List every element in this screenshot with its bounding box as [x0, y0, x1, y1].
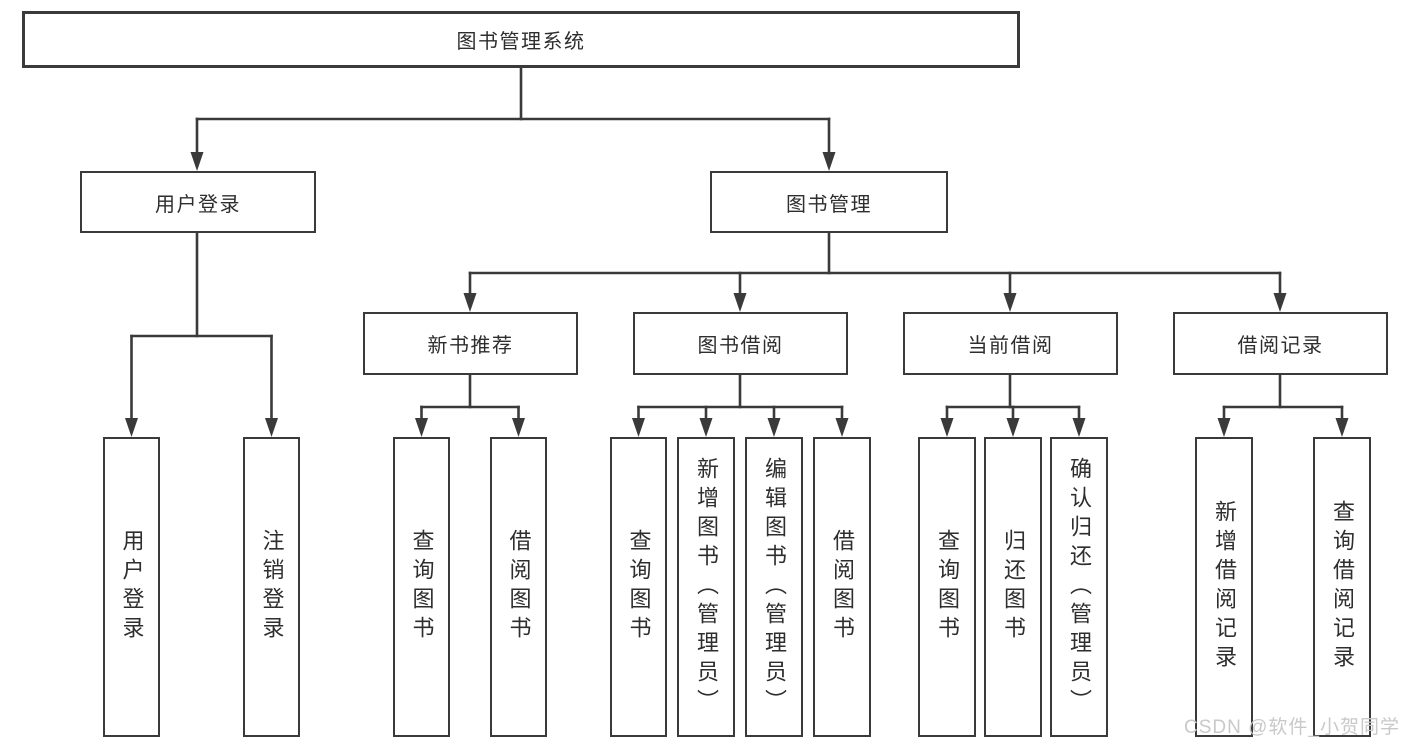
node-edit-book-admin: 编辑图书（管理员）: [745, 437, 803, 737]
node-query-books-borrow: 查询图书: [610, 437, 667, 737]
watermark: CSDN @软件_小贺同学: [1184, 717, 1400, 738]
node-borrow-book-recommend: 借阅图书: [490, 437, 547, 737]
node-add-borrow-record: 新增借阅记录: [1195, 437, 1253, 737]
node-book-borrowing: 图书借阅: [633, 312, 848, 375]
node-query-books-current: 查询图书: [918, 437, 976, 737]
node-borrow-book: 借阅图书: [813, 437, 871, 737]
node-book-management: 图书管理: [710, 171, 948, 233]
node-return-book: 归还图书: [984, 437, 1042, 737]
node-login: 用户登录: [103, 437, 160, 737]
node-add-book-admin: 新增图书（管理员）: [677, 437, 735, 737]
node-new-book-recommend: 新书推荐: [363, 312, 578, 375]
node-user-login: 用户登录: [80, 171, 316, 233]
node-current-borrowing: 当前借阅: [903, 312, 1118, 375]
node-library-system: 图书管理系统: [22, 11, 1020, 68]
node-borrow-records: 借阅记录: [1173, 312, 1388, 375]
node-logout: 注销登录: [243, 437, 300, 737]
node-query-books-recommend: 查询图书: [393, 437, 450, 737]
node-query-borrow-record: 查询借阅记录: [1313, 437, 1371, 737]
node-confirm-return-admin: 确认归还（管理员）: [1050, 437, 1108, 737]
